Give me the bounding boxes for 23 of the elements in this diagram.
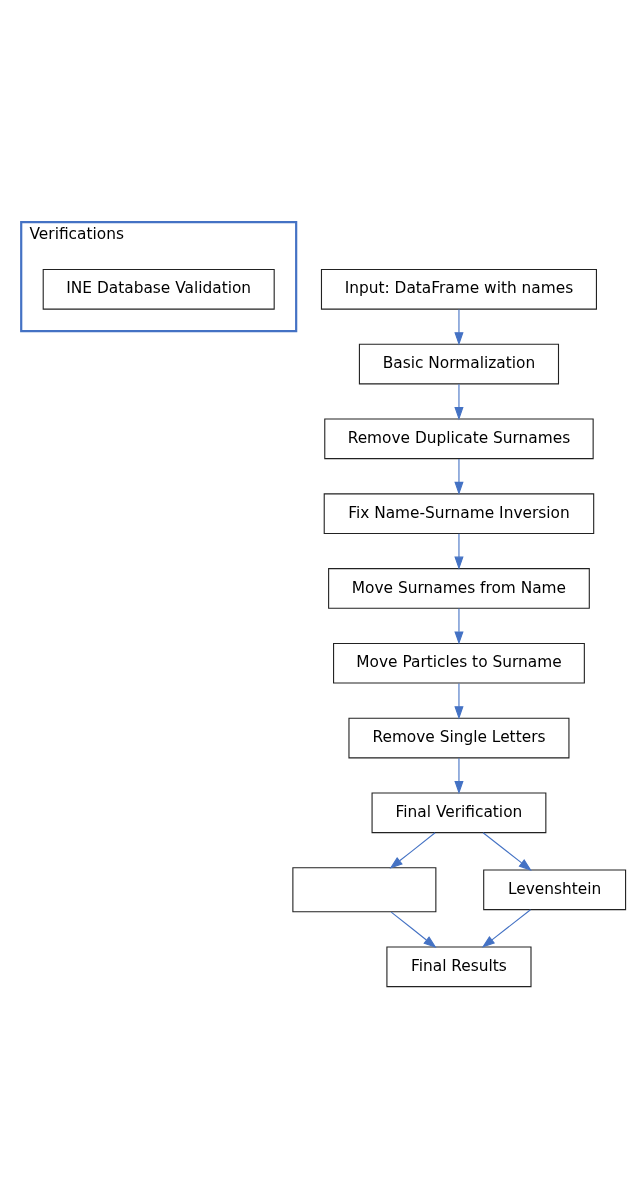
- arrow: [454, 682, 464, 719]
- node-box: [292, 866, 437, 912]
- node-box: Basic Normalization: [358, 343, 560, 384]
- node-box: INE Database Validation: [42, 268, 275, 310]
- arrow: [454, 757, 464, 794]
- arrow: [454, 458, 464, 495]
- node-box: Final Verification: [371, 792, 547, 833]
- node-box: Fix Name-Surname Inversion: [323, 492, 595, 534]
- node-box: Remove Duplicate Surnames: [324, 418, 594, 459]
- arrow: [482, 831, 532, 871]
- node-box: Final Results: [386, 945, 532, 987]
- node-box: Remove Single Letters: [348, 717, 570, 758]
- node-box: Input: DataFrame with names: [320, 268, 597, 310]
- node-box: Move Surnames from Name: [328, 567, 590, 609]
- arrow: [390, 911, 437, 948]
- arrow: [389, 831, 436, 869]
- arrow: [454, 308, 464, 345]
- arrow: [454, 532, 464, 570]
- node-box: Levenshtein: [483, 868, 627, 910]
- node-box: Move Particles to Surname: [333, 642, 585, 684]
- arrow: [454, 607, 464, 645]
- arrow: [454, 383, 464, 420]
- arrow: [481, 908, 532, 948]
